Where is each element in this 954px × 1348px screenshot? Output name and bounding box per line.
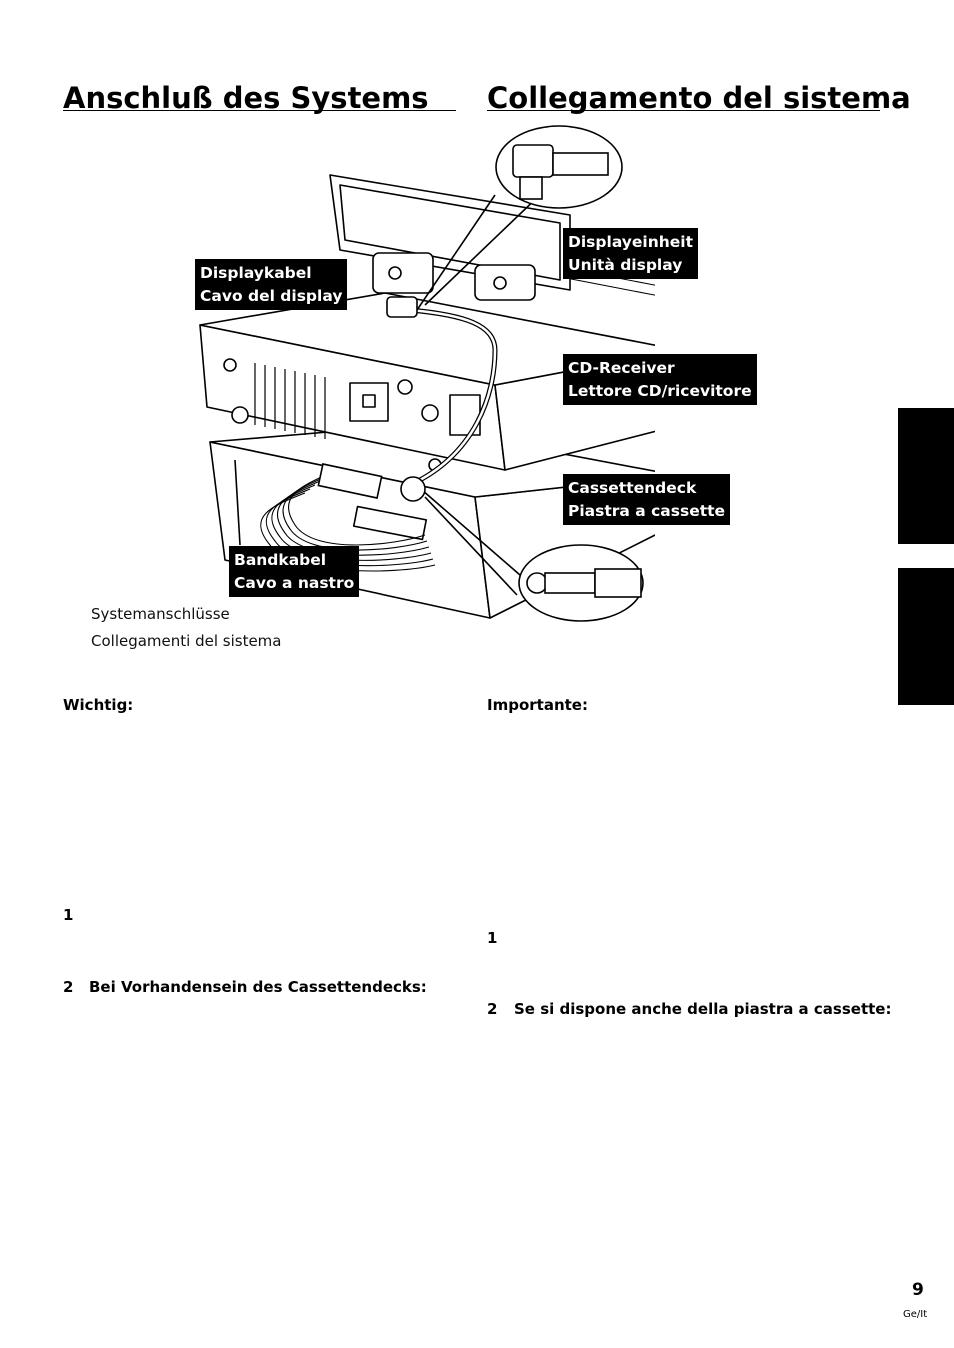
page-number: 9 <box>912 1280 924 1300</box>
ribbon-cable-drawing <box>260 472 436 572</box>
figure-caption-german: Systemanschlüsse <box>91 605 230 623</box>
callout-cassette-deck: Cassettendeck Piastra a cassette <box>563 474 731 525</box>
german-step2-number: 2 <box>63 978 74 996</box>
italian-important-label: Importante: <box>487 696 588 714</box>
system-connection-illustration <box>199 125 655 622</box>
callout-display-cable: Displaykabel Cavo del display <box>195 259 348 310</box>
display-plug-detail <box>416 125 623 311</box>
language-code: Ge/It <box>903 1309 928 1320</box>
italian-step1-number: 1 <box>487 929 498 947</box>
callout-ribbon-cable: Bandkabel Cavo a nastro <box>229 546 360 597</box>
italian-step2-number: 2 <box>487 1000 498 1018</box>
figure-caption: Systemanschlüsse Collegamenti del sistem… <box>91 601 282 655</box>
italian-step2-heading: Se si dispone anche della piastra a cass… <box>514 1000 892 1018</box>
german-important-label: Wichtig: <box>63 696 134 714</box>
language-tab-italian <box>898 568 954 705</box>
callout-display-unit: Displayeinheit Unità display <box>563 228 699 279</box>
figure-caption-italian: Collegamenti del sistema <box>91 632 282 650</box>
german-title-rule <box>63 110 456 111</box>
german-title: Anschluß des Systems <box>63 81 429 115</box>
italian-title: Collegamento del sistema <box>487 81 911 115</box>
cassette-plug-detail <box>421 489 644 622</box>
callout-cd-receiver: CD-Receiver Lettore CD/ricevitore <box>563 354 757 405</box>
german-step2-heading: Bei Vorhandensein des Cassettendecks: <box>89 978 427 996</box>
german-step1-number: 1 <box>63 906 74 924</box>
language-tab-german <box>898 408 954 544</box>
italian-title-rule <box>487 110 880 111</box>
